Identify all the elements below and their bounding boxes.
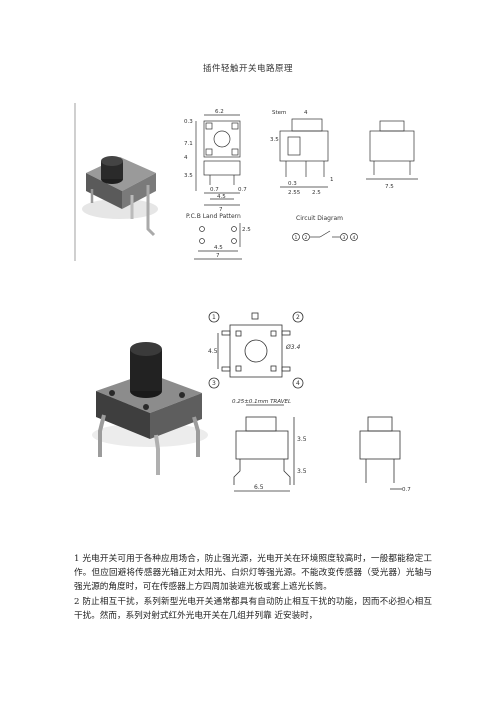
- travel-label: 0.25±0.1mm TRAVEL: [232, 399, 291, 405]
- pin-4-label: 4: [296, 380, 300, 387]
- dim-s3: 2.55: [288, 190, 301, 196]
- dim-pcb-w1: 4.5: [214, 245, 223, 251]
- dim-h2: 3.5: [297, 468, 307, 475]
- dim-stem-h: 3.5: [270, 137, 279, 143]
- top-view-numbered: [208, 311, 304, 389]
- dim-left-h3: 4: [184, 155, 188, 161]
- right-side-view: [366, 120, 418, 180]
- dim-side-h: 4.5: [208, 348, 218, 355]
- dim-pin-w: 0.7: [402, 487, 411, 493]
- stem-label: Stem: [272, 110, 286, 116]
- side-view: [359, 416, 402, 490]
- circuit-diagram: [292, 230, 358, 241]
- paragraph-2: 2 防止相互干扰，系列新型光电开关通常都具有自动防止相互干扰的功能，因而不必担心…: [74, 596, 432, 621]
- dim-span-2: 7: [219, 207, 223, 213]
- switch-photo-large: [92, 342, 208, 475]
- switch-datasheet-figure-1: 6.2 0.3 7.1 4 3.5 0.7 0.7 4.5 7 Stem 4 3…: [74, 103, 418, 261]
- dim-side-width: 7.5: [385, 184, 394, 190]
- circuit-pin-4: 4: [353, 235, 356, 241]
- pin-1-label: 1: [212, 314, 216, 321]
- page-title: 插件轻触开关电路原理: [202, 64, 293, 74]
- dim-left-h1: 0.3: [184, 119, 193, 125]
- circuit-pin-1: 1: [295, 235, 298, 241]
- stem-side-view: [279, 118, 329, 188]
- circuit-label: Circuit Diagram: [296, 215, 343, 222]
- dim-h1: 3.5: [297, 436, 307, 443]
- dim-pcb-h: 2.5: [242, 227, 251, 233]
- dim-pcb-w2: 7: [216, 253, 220, 259]
- dim-top-width: 6.2: [215, 109, 224, 115]
- dim-left-h4: 3.5: [184, 173, 193, 179]
- top-view-drawing: [195, 114, 241, 206]
- dim-stem-width: 4: [304, 110, 308, 116]
- pin-2-label: 2: [296, 314, 300, 321]
- pin-3-label: 3: [212, 380, 216, 387]
- pcb-land-pattern: [194, 223, 242, 260]
- switch-photo-small: [82, 156, 158, 237]
- dim-left-h2: 7.1: [184, 141, 193, 147]
- pcb-label: P.C.B Land Pattern: [186, 213, 241, 220]
- front-view: [233, 404, 295, 492]
- dim-s2: 1: [330, 177, 334, 183]
- dim-span-1: 4.5: [217, 194, 226, 200]
- switch-datasheet-figure-2: 1 2 3 4 Ø3.4 4.5 0.25±0.1mm TRAVEL 3.5 3…: [92, 311, 411, 493]
- dia-label: Ø3.4: [285, 344, 300, 351]
- dim-s1: 0.3: [288, 181, 297, 187]
- circuit-pin-3: 3: [343, 235, 346, 241]
- dim-base-w: 6.5: [254, 484, 264, 491]
- dim-pin-b: 0.7: [238, 187, 247, 193]
- dim-s4: 2.5: [312, 190, 321, 196]
- body-text: 1 光电开关可用于各种应用场合，防止强光源，光电开关在环境照度较高时，一般都能稳…: [74, 552, 432, 623]
- paragraph-1: 1 光电开关可用于各种应用场合，防止强光源，光电开关在环境照度较高时，一般都能稳…: [74, 554, 432, 593]
- circuit-pin-2: 2: [305, 235, 308, 241]
- dim-pin-a: 0.7: [210, 187, 219, 193]
